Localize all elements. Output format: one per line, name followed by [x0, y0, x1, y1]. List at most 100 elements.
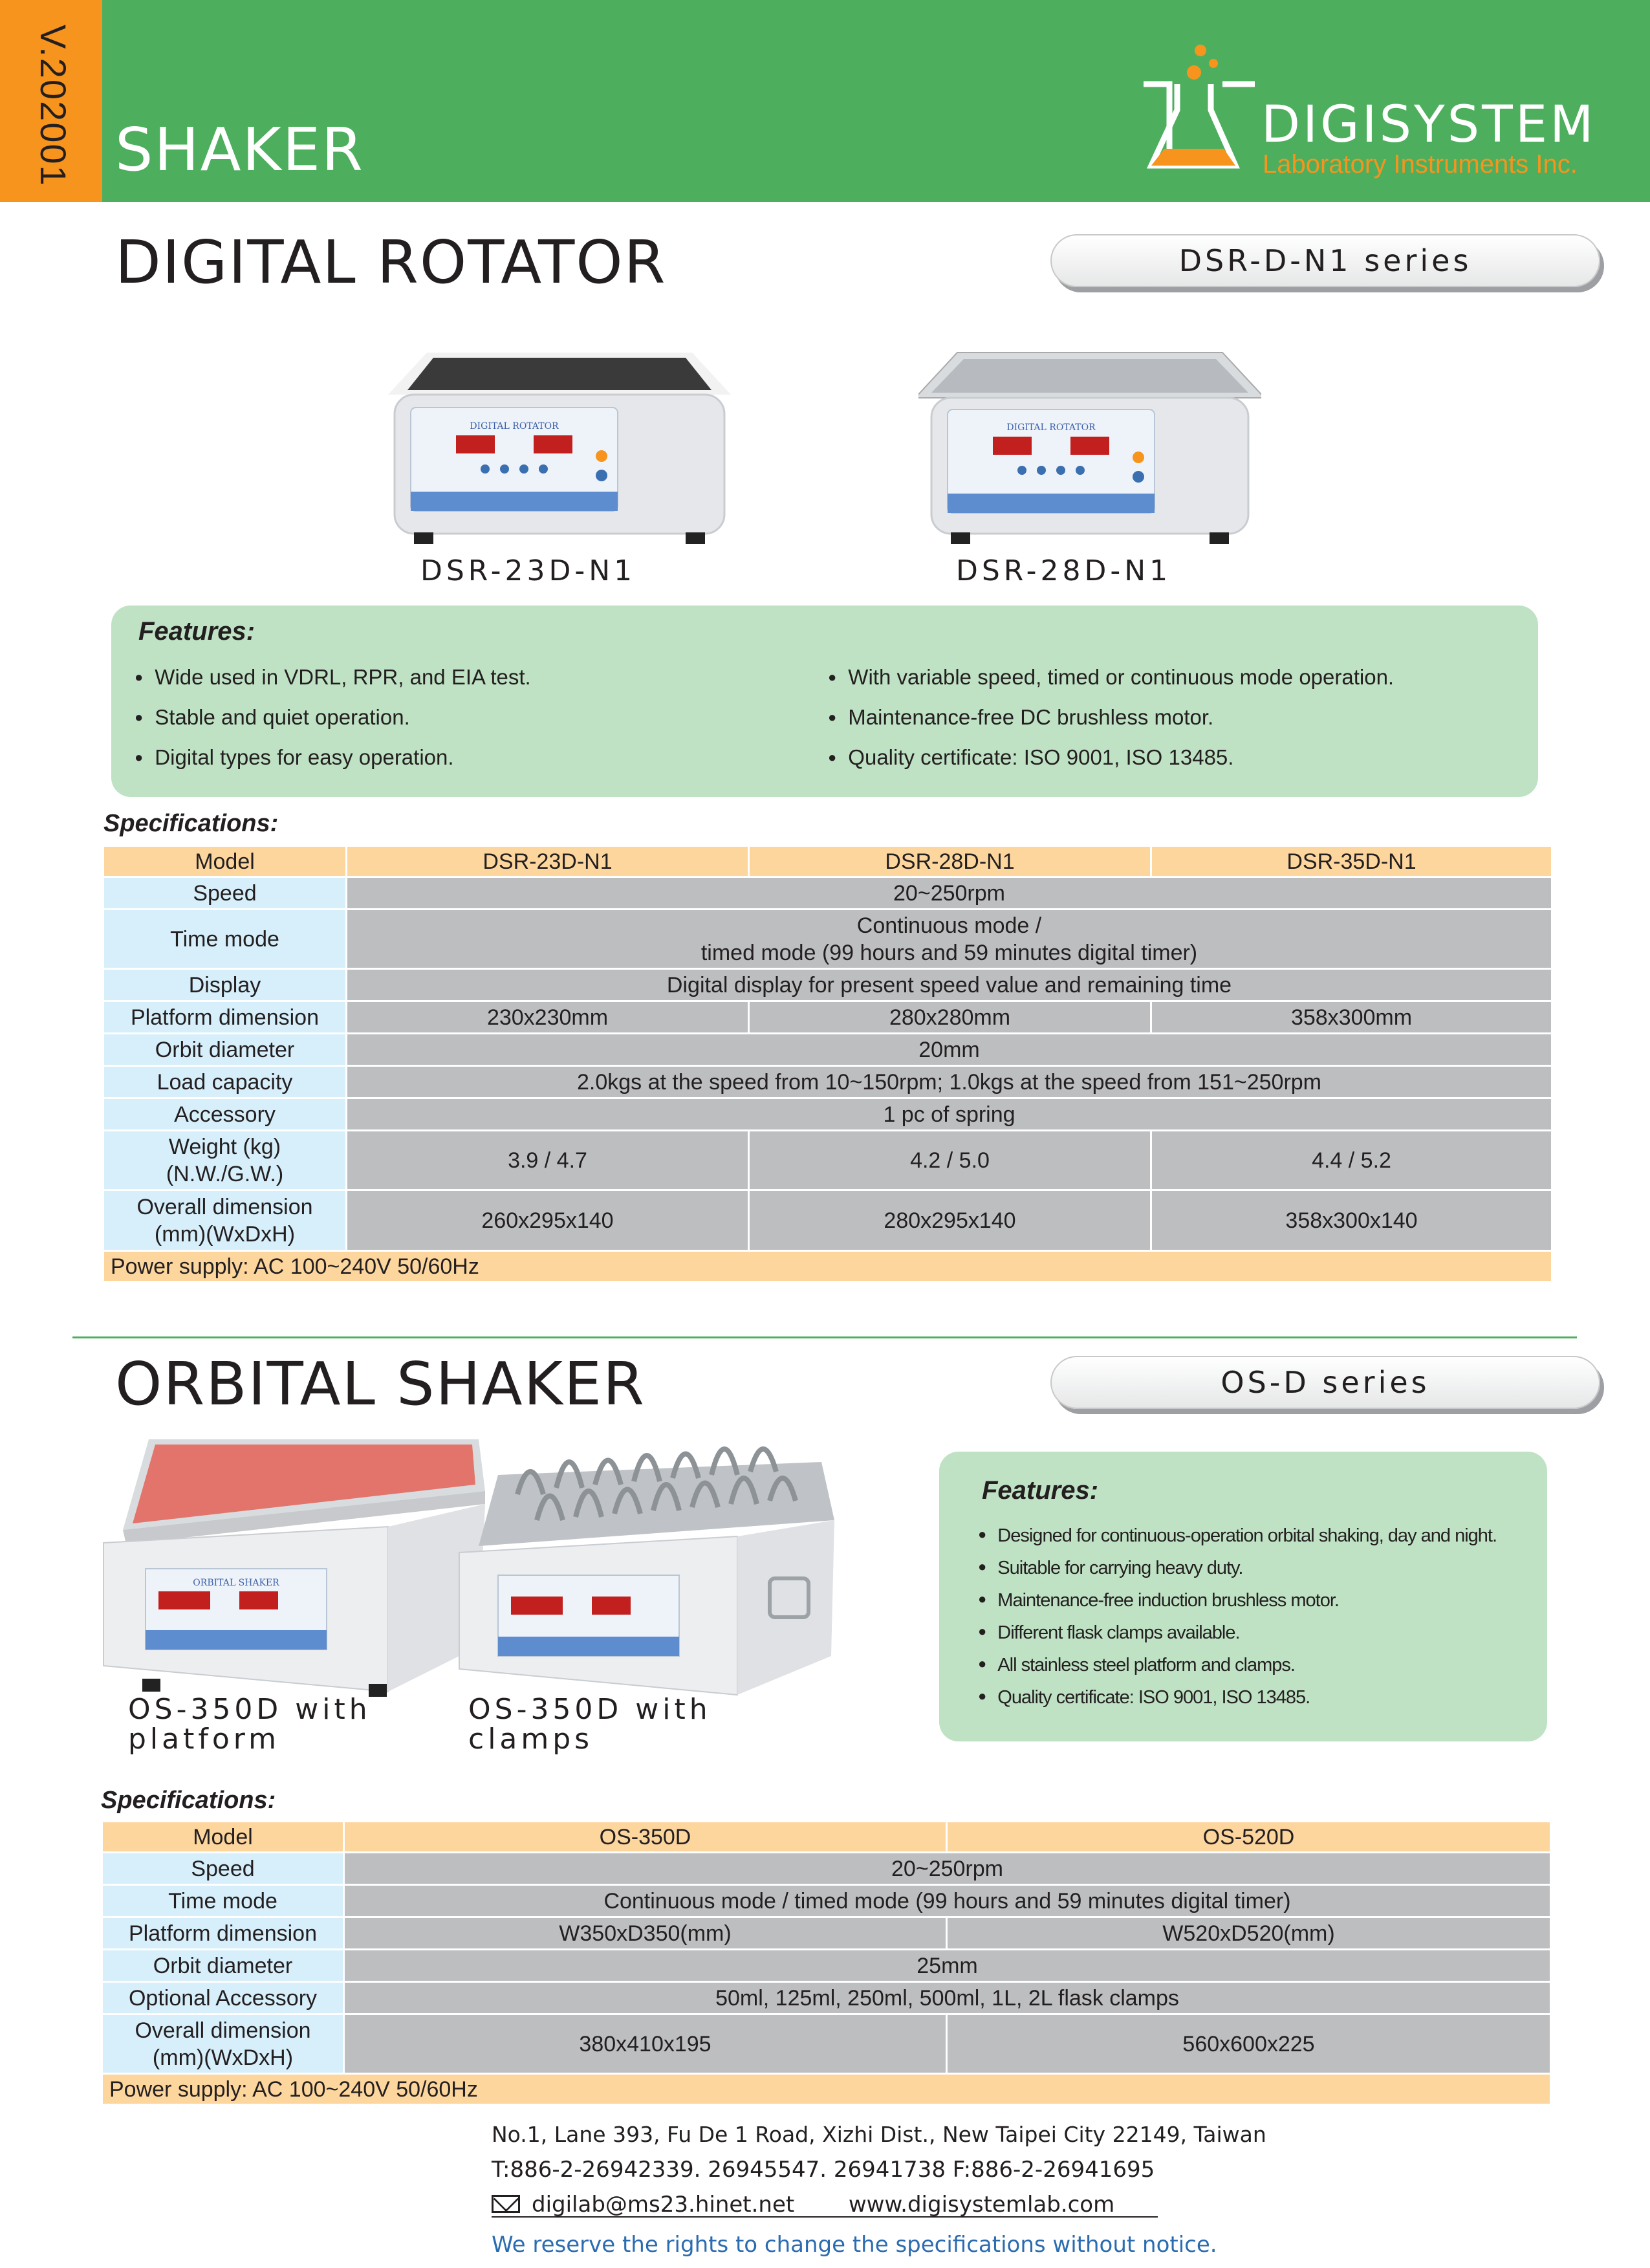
table-row: Weight (kg) (N.W./G.W.) 3.9 / 4.7 4.2 / …	[102, 1129, 1553, 1191]
table-cell: 260x295x140	[345, 1189, 750, 1252]
table-cell: 358x300mm	[1150, 1000, 1553, 1034]
os-350d-clamps-image	[459, 1446, 834, 1696]
table-row: Orbit diameter 25mm	[101, 1948, 1552, 1983]
os-350d-platform-image: ORBITAL SHAKER	[103, 1439, 485, 1697]
feature-item: Maintenance-free DC brushless motor.	[828, 705, 1213, 730]
caption-line: OS-350D with	[468, 1693, 711, 1726]
rotator-series-badge: DSR-D-N1 series	[1050, 234, 1600, 287]
table-cell-line: (mm)(WxDxH)	[152, 2045, 294, 2070]
table-row: Speed 20~250rpm	[101, 1851, 1552, 1886]
header-banner: V.202001 SHAKER DIGISYSTEM Laboratory In…	[0, 0, 1650, 202]
table-cell: 280x280mm	[748, 1000, 1152, 1034]
caption-line: platform	[128, 1723, 280, 1756]
orbital-spec-title: Specifications:	[101, 1787, 276, 1814]
table-cell: Time mode	[101, 1884, 345, 1918]
feature-item: Quality certificate: ISO 9001, ISO 13485…	[828, 745, 1233, 770]
footer-website[interactable]: www.digisystemlab.com	[848, 2192, 1115, 2218]
version-label: V.202001	[33, 25, 74, 187]
feature-item: With variable speed, timed or continuous…	[828, 665, 1394, 690]
rotator-features-box: Features: Wide used in VDRL, RPR, and EI…	[111, 605, 1538, 797]
table-cell-line: (mm)(WxDxH)	[154, 1221, 296, 1247]
footer-rule	[492, 2216, 1158, 2218]
table-row: Display Digital display for present spee…	[102, 968, 1553, 1002]
table-cell: 3.9 / 4.7	[345, 1129, 750, 1191]
table-cell: 380x410x195	[343, 2013, 948, 2075]
table-row: Overall dimension (mm)(WxDxH) 260x295x14…	[102, 1189, 1553, 1252]
table-row: Power supply: AC 100~240V 50/60Hz	[102, 1250, 1553, 1283]
table-cell: Model	[101, 1820, 345, 1853]
rotator-title: DIGITAL ROTATOR	[115, 228, 667, 297]
feature-item: All stainless steel platform and clamps.	[978, 1655, 1296, 1676]
device-panel-label: DIGITAL ROTATOR	[1006, 422, 1096, 433]
table-cell: 2.0kgs at the speed from 10~150rpm; 1.0k…	[345, 1065, 1553, 1099]
feature-item: Wide used in VDRL, RPR, and EIA test.	[135, 665, 530, 690]
flask-logo-icon	[1144, 45, 1255, 169]
table-cell: Model	[102, 845, 347, 878]
dsr-23d-n1-caption: DSR-23D-N1	[420, 554, 636, 587]
table-cell: DSR-28D-N1	[748, 845, 1152, 878]
rotator-features-title: Features:	[138, 617, 255, 646]
dsr-28d-n1-product-image: DIGITAL ROTATOR	[918, 352, 1261, 544]
table-cell: 50ml, 125ml, 250ml, 500ml, 1L, 2L flask …	[343, 1981, 1552, 2015]
company-logo: DIGISYSTEM Laboratory Instruments Inc.	[1138, 39, 1604, 188]
table-cell: 1 pc of spring	[345, 1097, 1553, 1131]
table-cell: Weight (kg) (N.W./G.W.)	[102, 1129, 347, 1191]
orbital-series-badge: OS-D series	[1050, 1356, 1600, 1409]
table-cell: W520xD520(mm)	[946, 1916, 1552, 1950]
caption-line: OS-350D with	[128, 1693, 371, 1726]
orbital-features-box: Features: Designed for continuous-operat…	[939, 1452, 1547, 1741]
section-divider	[72, 1336, 1577, 1338]
table-cell: Optional Accessory	[101, 1981, 345, 2015]
device-panel-label: ORBITAL SHAKER	[193, 1578, 279, 1588]
table-cell: Speed	[102, 876, 347, 910]
table-cell: Overall dimension (mm)(WxDxH)	[102, 1189, 347, 1252]
table-cell: DSR-23D-N1	[345, 845, 750, 878]
section-title: SHAKER	[115, 115, 364, 184]
table-cell: OS-350D	[343, 1820, 948, 1853]
table-row: Accessory 1 pc of spring	[102, 1097, 1553, 1131]
table-row: Platform dimension 230x230mm 280x280mm 3…	[102, 1000, 1553, 1034]
feature-item: Stable and quiet operation.	[135, 705, 409, 730]
table-cell: 230x230mm	[345, 1000, 750, 1034]
version-strip: V.202001	[0, 0, 102, 202]
feature-item: Suitable for carrying heavy duty.	[978, 1558, 1243, 1579]
table-cell: 358x300x140	[1150, 1189, 1553, 1252]
table-row: Load capacity 2.0kgs at the speed from 1…	[102, 1065, 1553, 1099]
table-cell: DSR-35D-N1	[1150, 845, 1553, 878]
feature-item: Designed for continuous-operation orbita…	[978, 1525, 1497, 1547]
table-row: Power supply: AC 100~240V 50/60Hz	[101, 2073, 1552, 2106]
footer-address: No.1, Lane 393, Fu De 1 Road, Xizhi Dist…	[492, 2122, 1266, 2147]
table-row: Speed 20~250rpm	[102, 876, 1553, 910]
table-cell: Continuous mode / timed mode (99 hours a…	[343, 1884, 1552, 1918]
table-row: Optional Accessory 50ml, 125ml, 250ml, 5…	[101, 1981, 1552, 2015]
table-cell: 280x295x140	[748, 1189, 1152, 1252]
table-cell: 4.4 / 5.2	[1150, 1129, 1553, 1191]
table-row: Time mode Continuous mode / timed mode (…	[101, 1884, 1552, 1918]
orbital-spec-table: Model OS-350D OS-520D Speed 20~250rpm Ti…	[101, 1820, 1552, 2106]
table-cell: Orbit diameter	[102, 1032, 347, 1067]
orbital-title: ORBITAL SHAKER	[115, 1349, 646, 1419]
table-row: Platform dimension W350xD350(mm) W520xD5…	[101, 1916, 1552, 1950]
table-cell-line: timed mode (99 hours and 59 minutes digi…	[700, 940, 1198, 965]
table-row: Overall dimension (mm)(WxDxH) 380x410x19…	[101, 2013, 1552, 2075]
logo-name: DIGISYSTEM	[1261, 96, 1596, 154]
table-row: Time mode Continuous mode / timed mode (…	[102, 908, 1553, 970]
table-cell: Overall dimension (mm)(WxDxH)	[101, 2013, 345, 2075]
table-cell: W350xD350(mm)	[343, 1916, 948, 1950]
footer-email[interactable]: digilab@ms23.hinet.net	[532, 2192, 795, 2218]
footer-notice: We reserve the rights to change the spec…	[492, 2232, 1217, 2258]
table-row: Orbit diameter 20mm	[102, 1032, 1553, 1067]
footer-phone: T:886-2-26942339. 26945547. 26941738 F:8…	[492, 2157, 1155, 2183]
rotator-spec-title: Specifications:	[103, 810, 279, 837]
table-cell: Time mode	[102, 908, 347, 970]
power-supply-cell: Power supply: AC 100~240V 50/60Hz	[101, 2073, 1552, 2106]
table-cell: 560x600x225	[946, 2013, 1552, 2075]
feature-item: Digital types for easy operation.	[135, 745, 453, 770]
table-cell-line: Overall dimension	[135, 2018, 311, 2043]
logo-subtitle: Laboratory Instruments Inc.	[1263, 150, 1578, 179]
dsr-28d-n1-caption: DSR-28D-N1	[956, 554, 1172, 587]
table-cell: 20mm	[345, 1032, 1553, 1067]
table-cell: Accessory	[102, 1097, 347, 1131]
rotator-spec-table: Model DSR-23D-N1 DSR-28D-N1 DSR-35D-N1 S…	[102, 845, 1553, 1283]
feature-item: Quality certificate: ISO 9001, ISO 13485…	[978, 1687, 1310, 1708]
